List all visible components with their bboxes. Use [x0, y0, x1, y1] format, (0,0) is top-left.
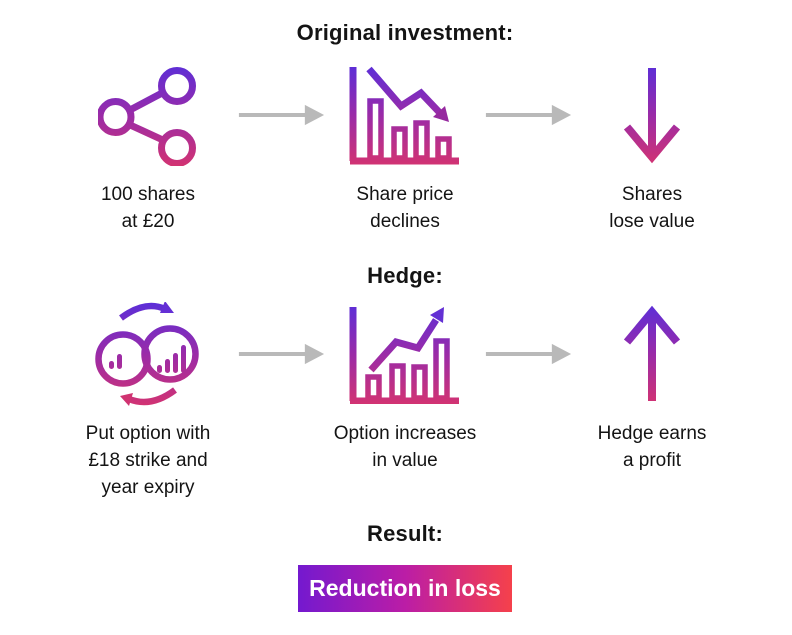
step-label: Option increases in value: [333, 423, 477, 471]
flow-row-hedge: Put option with £18 strike and year expi…: [58, 301, 792, 501]
step-shares-lose-value: Shares lose value: [572, 62, 732, 235]
share-network-icon: [98, 62, 198, 168]
down-arrow-icon: [623, 68, 681, 164]
put-option-cycle-icon: [95, 301, 201, 407]
share-network-icon: [98, 67, 196, 166]
declining-bar-chart-icon: [349, 66, 459, 165]
right-arrow-icon: [485, 343, 572, 365]
up-arrow-icon: [623, 305, 681, 401]
step-label: Share price declines: [356, 184, 454, 232]
rising-bar-chart-icon: [349, 307, 459, 404]
step-label: 100 shares at £20: [100, 184, 195, 232]
right-arrow-icon: [238, 301, 325, 407]
right-arrow-icon: [238, 343, 325, 365]
step-label: Hedge earns a profit: [597, 423, 707, 471]
result-badge: Reduction in loss: [298, 565, 512, 612]
step-option-increases: Option increases in value: [325, 301, 485, 474]
rising-bar-chart-icon: [349, 301, 461, 407]
down-arrow-icon: [620, 62, 684, 168]
flow-row-original: 100 shares at £20: [58, 62, 792, 235]
section-title-result: Result:: [367, 521, 443, 546]
right-arrow-icon: [485, 104, 572, 126]
right-arrow-icon: [238, 62, 325, 168]
section-title-hedge: Hedge:: [367, 263, 443, 288]
step-label: Put option with £18 strike and year expi…: [85, 423, 211, 498]
right-arrow-icon: [485, 301, 572, 407]
section-title-original: Original investment:: [296, 20, 514, 45]
step-100-shares: 100 shares at £20: [58, 62, 238, 235]
step-label: Shares lose value: [609, 184, 695, 232]
step-put-option: Put option with £18 strike and year expi…: [58, 301, 238, 501]
up-arrow-icon: [620, 301, 684, 407]
declining-bar-chart-icon: [349, 62, 461, 168]
step-share-price-declines: Share price declines: [325, 62, 485, 235]
step-hedge-earns-profit: Hedge earns a profit: [572, 301, 732, 474]
right-arrow-icon: [485, 62, 572, 168]
put-option-cycle-icon: [95, 302, 199, 406]
right-arrow-icon: [238, 104, 325, 126]
